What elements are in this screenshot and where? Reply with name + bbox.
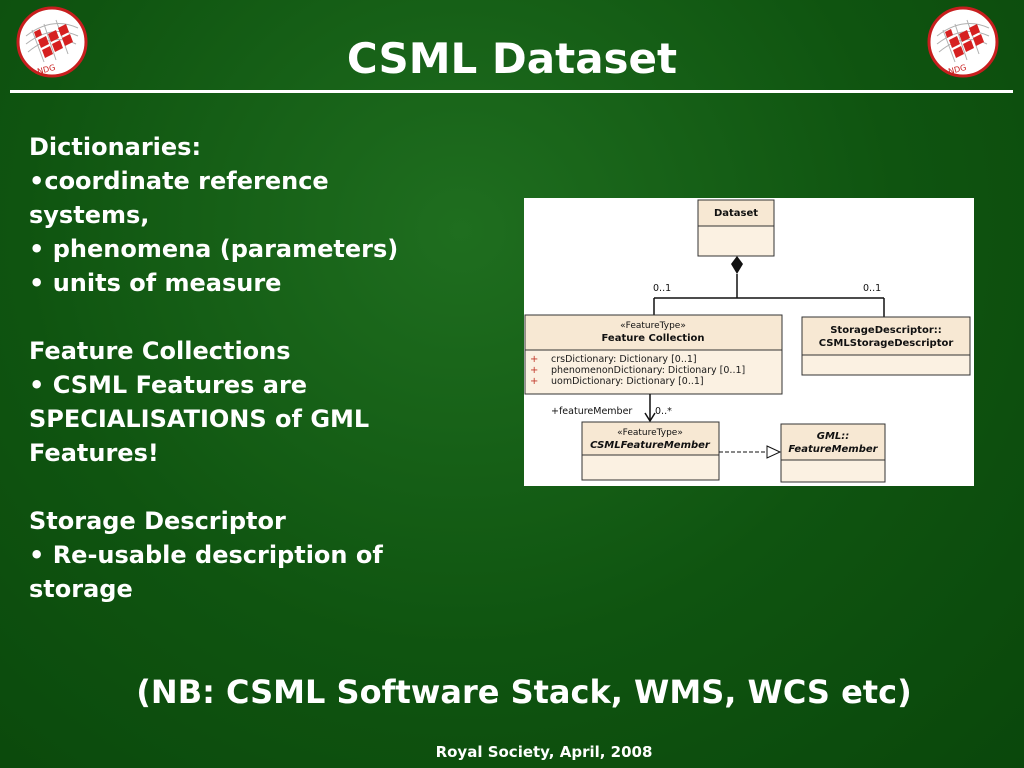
paragraph-gap — [29, 300, 499, 334]
csml-feature-member-name: CSMLFeatureMember — [590, 440, 711, 451]
bullet-line: • units of measure — [29, 269, 282, 297]
bullet-line: • CSML Features are — [29, 371, 308, 399]
bullet-line: systems, — [29, 201, 150, 229]
csml-feature-member-class: «FeatureType» CSMLFeatureMember — [581, 421, 720, 481]
csml-feature-member-stereotype: «FeatureType» — [617, 428, 683, 438]
bullet-line: •coordinate reference — [29, 167, 329, 195]
gml-feature-member-name-2: FeatureMember — [788, 444, 878, 455]
dataset-class: Dataset — [697, 199, 775, 257]
attr-uom-dictionary: uomDictionary: Dictionary [0..1] — [551, 376, 704, 387]
bullet-line: • phenomena (parameters) — [29, 235, 399, 263]
ndg-logo-left: NDG — [16, 6, 88, 78]
uml-class-diagram: Dataset 0..1 0..1 «FeatureType» Feature … — [524, 198, 974, 486]
slide-title: CSML Dataset — [346, 34, 678, 83]
multiplicity-right: 0..1 — [863, 283, 881, 294]
storage-descriptor-name-2: CSMLStorageDescriptor — [819, 338, 954, 349]
association-arrowhead — [644, 412, 656, 423]
association-multiplicity: 0..* — [655, 406, 672, 417]
multiplicity-left: 0..1 — [653, 283, 671, 294]
paragraph-gap — [29, 470, 499, 504]
bullet-line: SPECIALISATIONS of GML — [29, 405, 370, 433]
ndg-logo-right: NDG — [927, 6, 999, 78]
bullet-line: storage — [29, 575, 133, 603]
title-divider — [10, 90, 1013, 93]
storage-heading: Storage Descriptor — [29, 507, 286, 535]
attr-crs-dictionary: crsDictionary: Dictionary [0..1] — [551, 354, 697, 365]
composition-diamond — [731, 256, 743, 274]
feature-collection-stereotype: «FeatureType» — [620, 321, 686, 331]
gml-feature-member-class: GML:: FeatureMember — [780, 423, 886, 483]
gml-feature-member-name-1: GML:: — [817, 431, 850, 442]
storage-descriptor-name-1: StorageDescriptor:: — [830, 325, 942, 336]
bullet-line: • Re-usable description of — [29, 541, 383, 569]
feature-collection-class: «FeatureType» Feature Collection + + + c… — [524, 314, 783, 395]
dictionaries-heading: Dictionaries: — [29, 133, 202, 161]
bullet-line: Features! — [29, 439, 159, 467]
slide-footer: Royal Society, April, 2008 — [435, 743, 653, 761]
features-heading: Feature Collections — [29, 337, 291, 365]
storage-descriptor-class: StorageDescriptor:: CSMLStorageDescripto… — [801, 316, 971, 376]
attr-phenomenon-dictionary: phenomenonDictionary: Dictionary [0..1] — [551, 365, 745, 376]
association-role: +featureMember — [551, 406, 632, 417]
dataset-class-name: Dataset — [714, 208, 758, 219]
slide-body: Dictionaries: •coordinate reference syst… — [29, 130, 499, 606]
attr-visibility: + — [530, 365, 538, 376]
slide-note: (NB: CSML Software Stack, WMS, WCS etc) — [136, 673, 912, 711]
attr-visibility: + — [530, 376, 538, 387]
attr-visibility: + — [530, 354, 538, 365]
generalisation-arrowhead — [766, 445, 782, 459]
feature-collection-name: Feature Collection — [601, 333, 704, 344]
